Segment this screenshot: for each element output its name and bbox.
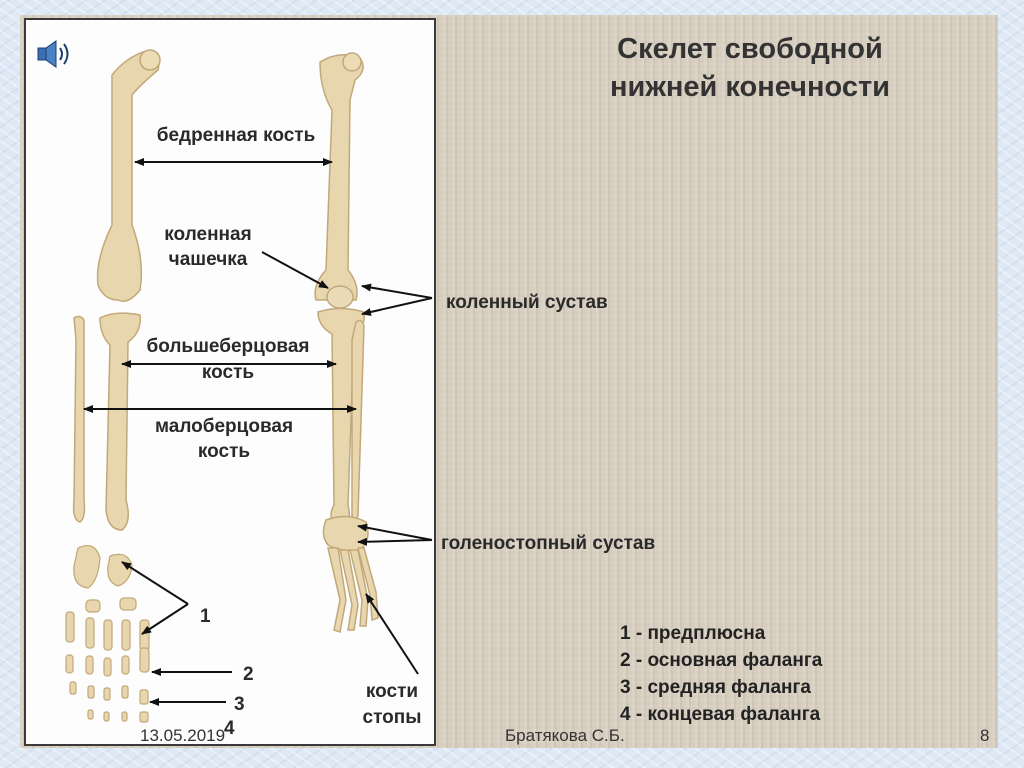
knee-joint-label: коленный сустав	[446, 292, 608, 313]
number-3-label: 3	[234, 694, 245, 715]
patella-arrow	[261, 251, 329, 289]
slide-title: Скелет свободной нижней конечности	[560, 30, 940, 106]
legend-item-3: 3 - средняя фаланга	[620, 677, 811, 698]
footer-date: 13.05.2019	[140, 726, 226, 745]
femur-label: бедренная кость	[157, 125, 316, 146]
ankle-arrow-bottom	[357, 537, 433, 546]
legend-item-2: 2 - основная фаланга	[620, 650, 823, 671]
footer-author: Братякова С.Б.	[505, 726, 625, 745]
tarsus-arrow-bottom	[141, 603, 189, 635]
assembled-leg	[314, 52, 379, 633]
tarsus-arrow-top	[121, 561, 189, 605]
ankle-joint-label: голеностопный сустав	[441, 533, 655, 554]
separated-fibula	[72, 315, 86, 523]
separated-tibia	[99, 312, 141, 531]
legend-item-4: 4 - концевая фаланга	[620, 704, 821, 725]
slide-number: 8	[980, 726, 990, 745]
legend: 1 - предплюсна 2 - основная фаланга 3 - …	[620, 620, 822, 728]
slide-title-line2: нижней конечности	[609, 71, 891, 103]
arrows	[83, 158, 433, 706]
knee-arrow-bottom	[361, 297, 433, 316]
patella-label-line1: коленная	[164, 224, 251, 245]
foot-bones-arrow	[365, 593, 419, 675]
tibia-label-line1: большеберцовая	[146, 336, 309, 357]
ankle-arrow-top	[357, 523, 433, 541]
number-2-label: 2	[243, 664, 254, 685]
legend-item-1: 1 - предплюсна	[620, 623, 766, 644]
patella-label-line2: чашечка	[169, 249, 248, 270]
foot-bones-label-line1: кости	[366, 681, 418, 702]
knee-arrow-top	[361, 283, 433, 299]
fibula-label-line1: малоберцовая	[155, 416, 293, 437]
number-4-label: 4	[224, 718, 235, 739]
fibula-label-line2: кость	[198, 441, 250, 462]
speaker-icon[interactable]	[34, 38, 74, 70]
number-1-label: 1	[200, 606, 211, 627]
slide-title-line1: Скелет свободной	[617, 33, 883, 65]
separated-femur	[96, 49, 161, 302]
foot-bones-label-line2: стопы	[363, 707, 422, 728]
tibia-label-line2: кость	[202, 362, 254, 383]
